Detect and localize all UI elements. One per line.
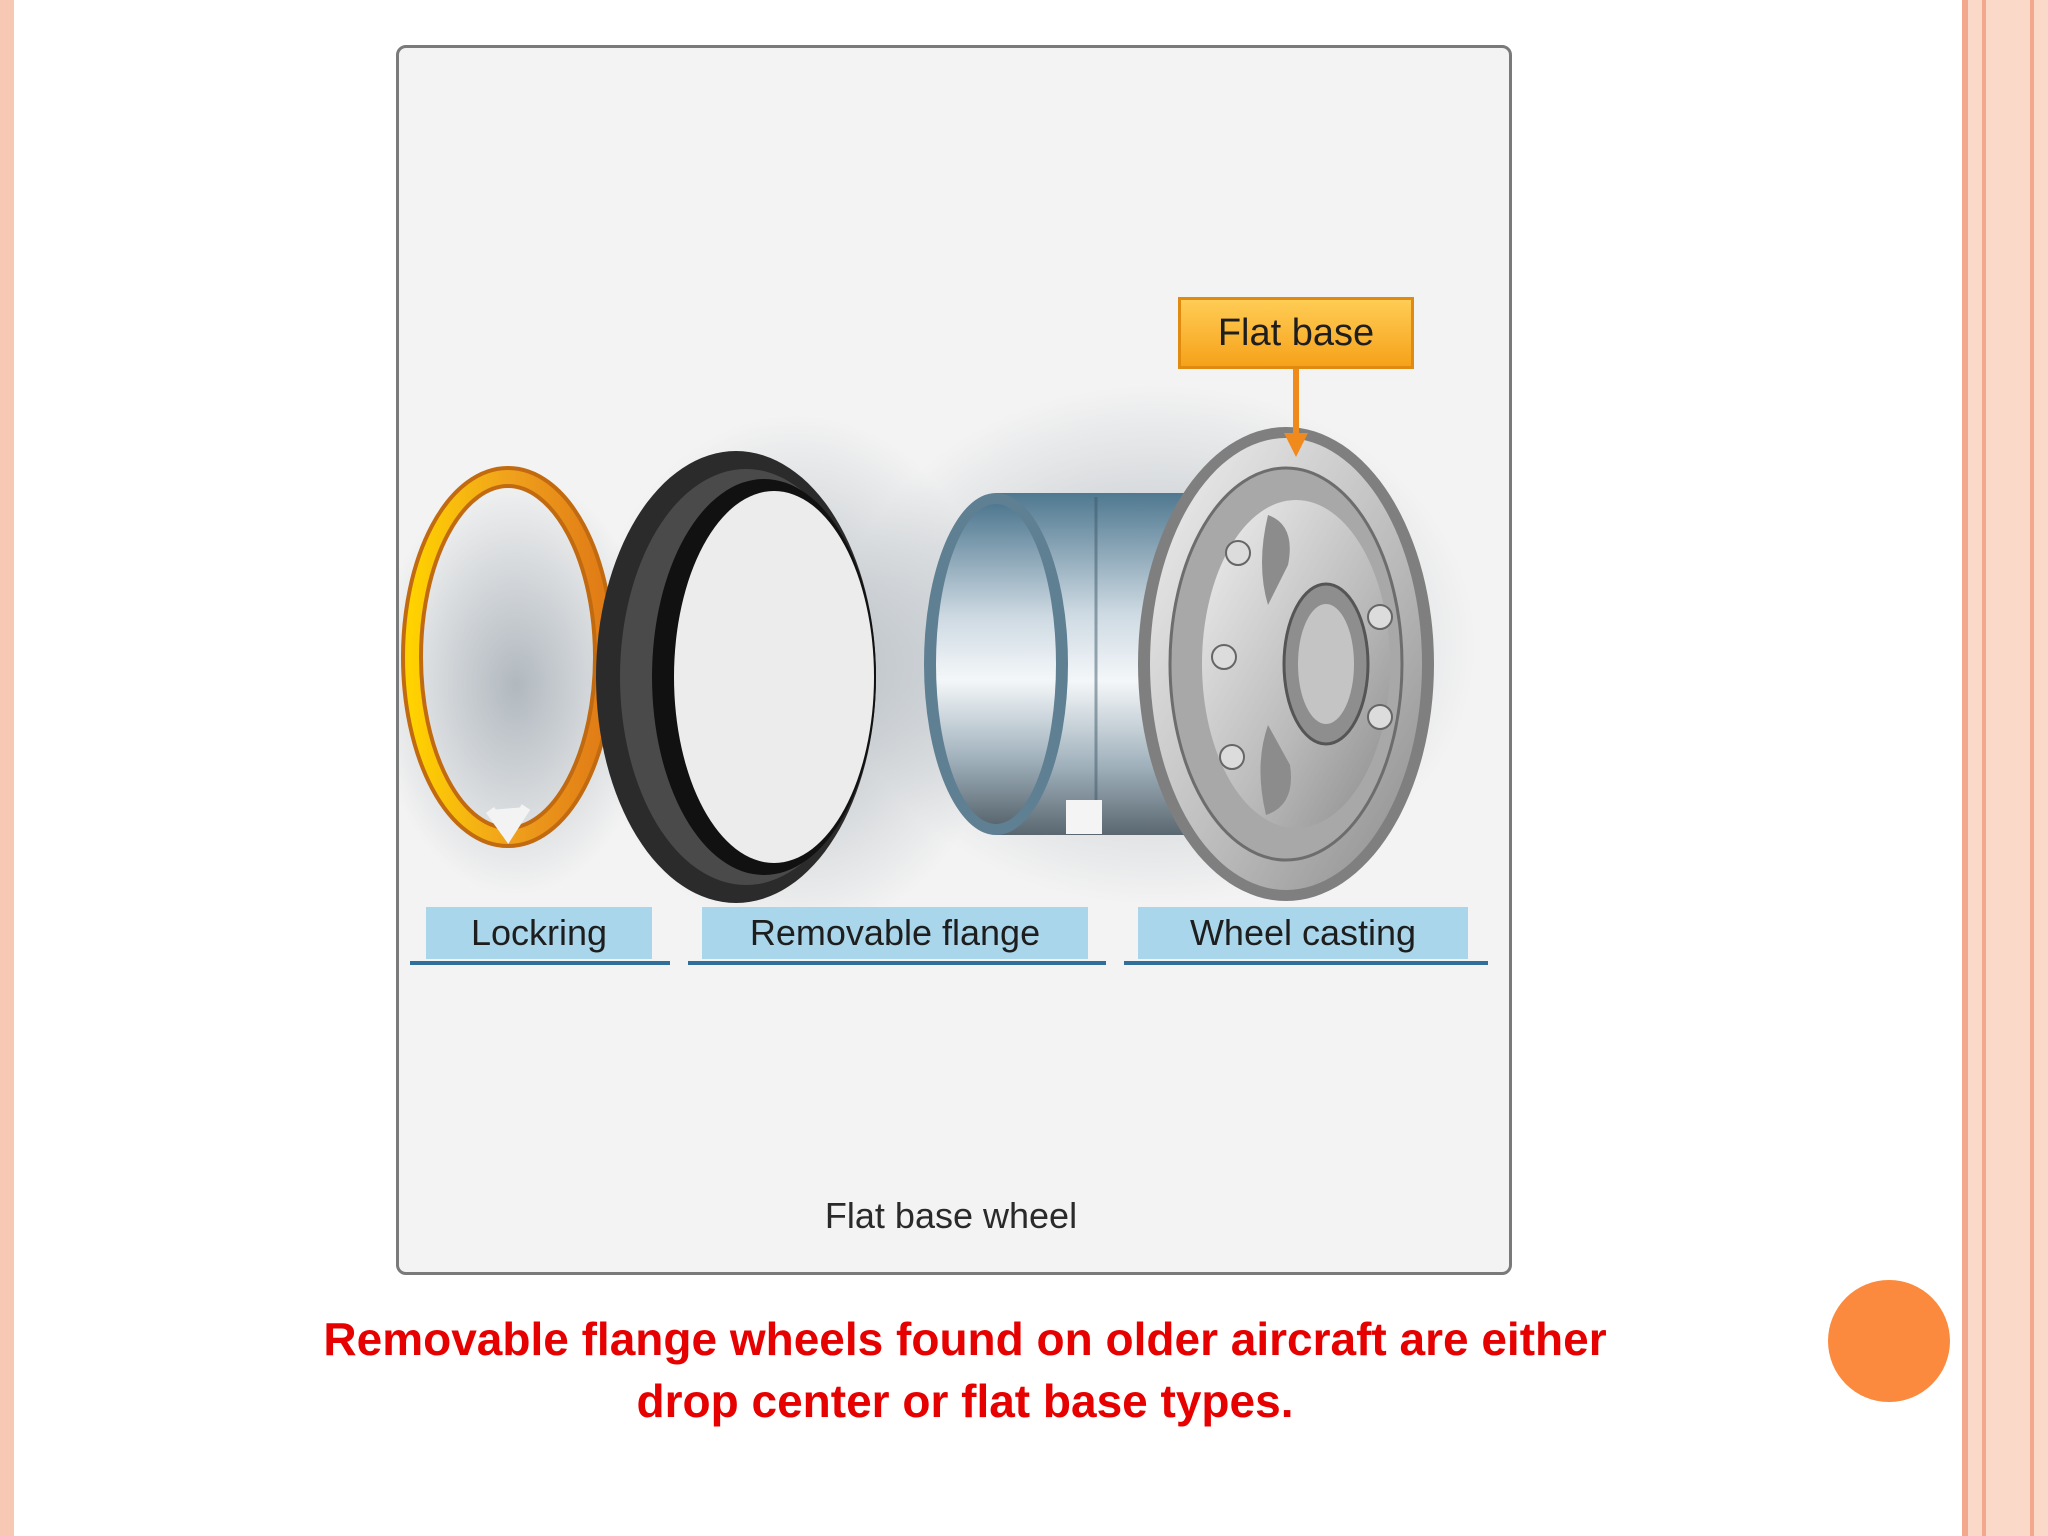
slide-border-left	[0, 0, 14, 1536]
callout-arrow	[1284, 369, 1308, 457]
wheel-diagram-figure: Flat base Lockring Removable flange Whee…	[396, 45, 1512, 1275]
label-underline	[688, 961, 1106, 965]
wheel-casting-label: Wheel casting	[1138, 907, 1468, 959]
body-line-2: drop center or flat base types.	[636, 1375, 1294, 1427]
label-underline	[1124, 961, 1488, 965]
label-underline	[410, 961, 670, 965]
removable-flange-label: Removable flange	[702, 907, 1088, 959]
slide-border-line	[1962, 0, 1968, 1536]
body-line-1: Removable flange wheels found on older a…	[323, 1313, 1607, 1365]
lockring-label: Lockring	[426, 907, 652, 959]
slide-body-text: Removable flange wheels found on older a…	[190, 1308, 1740, 1432]
figure-caption: Flat base wheel	[824, 1195, 1078, 1236]
removable-flange-part	[596, 451, 876, 903]
decorative-circle	[1828, 1280, 1950, 1402]
slide-border-line	[2030, 0, 2034, 1536]
wheel-casting-part	[1138, 427, 1434, 901]
flat-base-callout: Flat base	[1178, 297, 1414, 369]
wheel-illustration	[396, 369, 1476, 935]
slide-border-line	[1982, 0, 1986, 1536]
slide-border-right	[1962, 0, 2048, 1536]
